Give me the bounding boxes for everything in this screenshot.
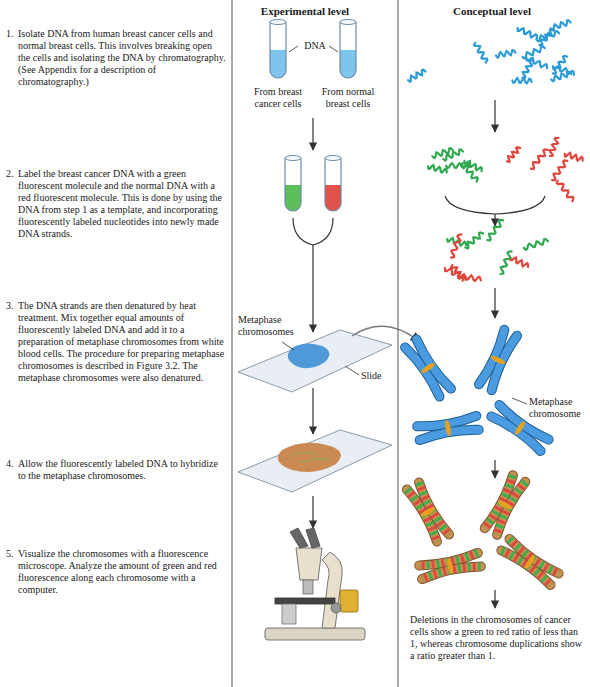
metaphase-chromosome [419, 552, 481, 580]
metaphase-chromosome [484, 475, 526, 535]
dna-strand [550, 138, 559, 156]
step-text: Isolate DNA from human breast cancer cel… [18, 28, 226, 88]
step-number: 1. [6, 28, 18, 40]
dna-strand [487, 220, 503, 240]
part-label: From breast cancer cells [249, 86, 307, 110]
test-tube [340, 20, 356, 79]
merge-line [445, 196, 545, 214]
fluorescence-microscope [265, 528, 365, 640]
flow-arrow [494, 590, 495, 608]
dna-strand [507, 147, 520, 162]
dna-strand [539, 30, 553, 46]
metaphase-chromosome [478, 329, 518, 390]
flow-arrow [312, 118, 313, 150]
dna-strand [523, 60, 534, 77]
microscope-slide [238, 430, 392, 492]
curved-arrow [352, 326, 420, 342]
leader-line [289, 46, 298, 52]
flow-arrow [312, 496, 313, 528]
leader-line [329, 46, 338, 52]
microscope-slide [238, 330, 392, 392]
dna-strand [501, 251, 512, 274]
dna-strand [552, 161, 567, 181]
part-label: Metaphase chromosomes [238, 314, 300, 338]
metaphase-chromosome [404, 339, 452, 397]
dna-strand [518, 28, 537, 38]
step-text: The DNA strands are then denatured by he… [18, 300, 226, 384]
flow-arrow [494, 288, 495, 318]
column-divider [398, 0, 399, 687]
dna-strand [512, 78, 531, 83]
dna-strand [474, 43, 488, 63]
flow-arrow [312, 388, 313, 434]
step-number: 2. [6, 168, 18, 180]
column-heading: Conceptual level [432, 5, 552, 17]
step-text: Label the breast cancer DNA with a green… [18, 168, 226, 240]
test-tube [285, 156, 301, 212]
test-tube [325, 156, 341, 212]
leader-line [512, 398, 527, 404]
test-tube [270, 20, 286, 79]
metaphase-chromosome [501, 538, 559, 586]
conclusion-text: Deletions in the chromosomes of cancer c… [410, 614, 586, 662]
dna-strand [551, 72, 571, 81]
dna-strands [408, 20, 583, 281]
dna-strand [551, 20, 571, 30]
part-label: From normal breast cells [319, 86, 377, 110]
dna-strand [557, 181, 574, 202]
dna-strand [496, 50, 515, 58]
part-label: DNA [300, 40, 330, 52]
dna-strand [531, 149, 548, 169]
flow-arrow [494, 460, 495, 478]
dna-strand [524, 239, 548, 250]
dna-strand [451, 265, 464, 280]
flow-arrow [494, 100, 495, 132]
dna-strand [465, 233, 483, 249]
dna-strand [510, 258, 528, 268]
step-number: 5. [6, 548, 18, 560]
step-number: 3. [6, 300, 18, 312]
step-text: Visualize the chromosomes with a fluores… [18, 548, 226, 596]
step-number: 4. [6, 458, 18, 470]
metaphase-chromosome [417, 415, 479, 441]
dna-strand [523, 46, 545, 58]
part-label: Slide [361, 370, 391, 382]
dna-strand [443, 150, 463, 161]
metaphase-chromosome [406, 482, 450, 542]
column-divider [232, 0, 233, 687]
dna-strand [464, 161, 481, 171]
chromosomes [404, 329, 559, 585]
dna-strand [565, 153, 583, 161]
leader-line [345, 366, 359, 375]
dna-strand [451, 234, 461, 257]
merge-line [293, 218, 333, 245]
leader-line [282, 342, 294, 350]
column-heading: Experimental level [245, 5, 365, 17]
dna-strand [428, 165, 447, 172]
step-text: Allow the fluorescently labeled DNA to h… [18, 458, 226, 482]
flow-arrow [494, 214, 495, 226]
part-label: Metaphase chromosome [529, 396, 587, 420]
dna-strand [408, 70, 426, 82]
flow-arrow [312, 245, 313, 332]
